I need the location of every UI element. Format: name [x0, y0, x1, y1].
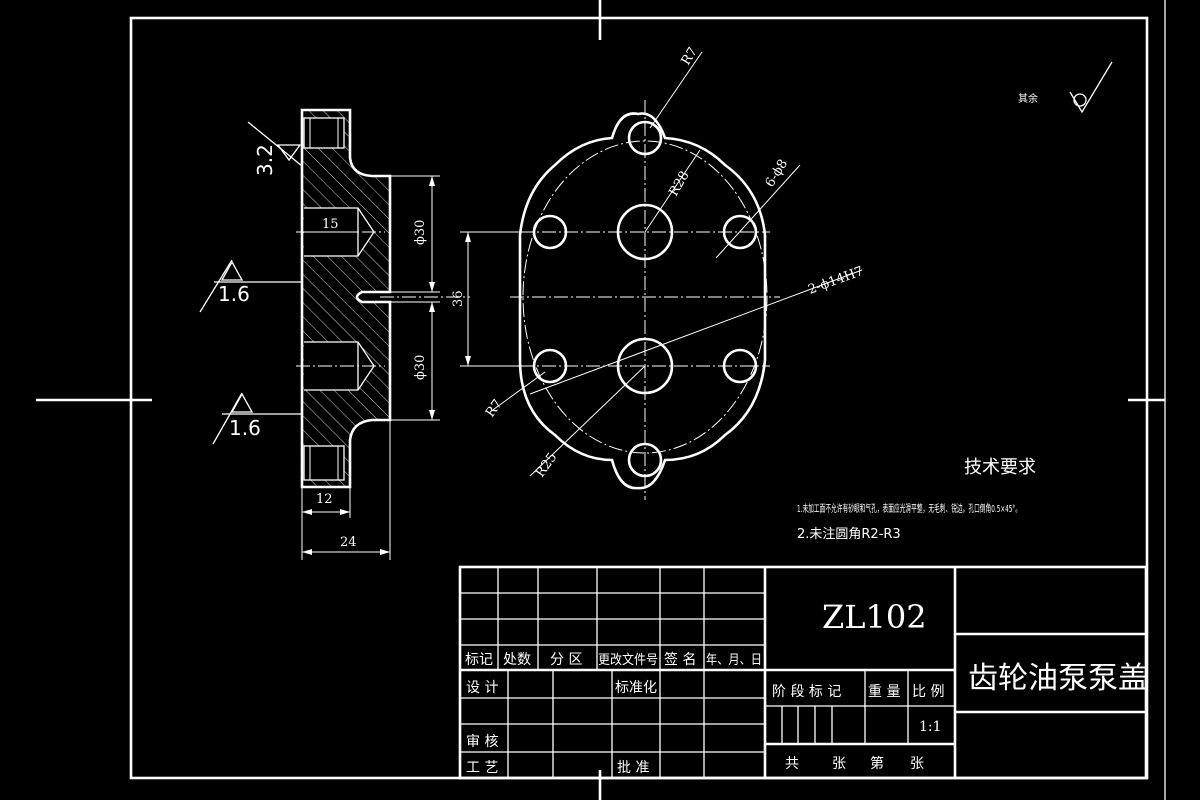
- roughness-mid: 1.6: [218, 282, 250, 306]
- roughness-top: 3.2: [253, 144, 277, 176]
- tech-requirements: 技术要求 1.未加工面不允许有砂眼和气孔，表面应光滑平整，无毛刺、锐边。孔口倒角…: [797, 457, 1036, 542]
- tb-standard: 标准化: [615, 680, 657, 696]
- tech-req-title: 技术要求: [964, 457, 1036, 478]
- roughness-symbols: 3.2 1.6 1.6: [199, 121, 303, 445]
- tb-stage: 阶 段 标 记: [772, 684, 841, 700]
- dim-center-dist: 36: [451, 290, 466, 307]
- tb-scale: 1:1: [919, 719, 942, 735]
- surface-other: 其余: [1018, 61, 1113, 114]
- tb-header-zone: 分 区: [550, 652, 582, 668]
- tech-req-item1: 1.未加工面不允许有砂眼和气孔，表面应光滑平整，无毛刺、锐边。孔口倒角0.5×4…: [797, 502, 1021, 515]
- tb-sheets-total: 共: [785, 756, 799, 772]
- dim-r-top: R7: [679, 45, 701, 68]
- dim-r-outer: R25: [533, 450, 560, 480]
- tb-sheets-no: 第: [870, 755, 884, 772]
- tb-sheets-unit2: 张: [910, 756, 924, 772]
- tb-header-mark: 标记: [465, 652, 493, 668]
- plan-view: [510, 100, 780, 500]
- section-view: [296, 108, 470, 489]
- dim-r-left: R7: [483, 397, 506, 420]
- tb-weight: 重 量: [868, 684, 900, 700]
- dim-dia-upper: ϕ30: [413, 220, 428, 245]
- dim-bores: 2-ϕ14H7: [806, 264, 865, 298]
- tb-ratio: 比 例: [912, 684, 944, 700]
- title-block: 标记 处数 分 区 更改文件号 签 名 年、月、日 设 计 标准化 审 核 工 …: [458, 565, 1148, 780]
- tb-header-date: 年、月、日: [706, 653, 762, 668]
- tb-design: 设 计: [466, 680, 498, 696]
- tb-header-change: 更改文件号: [598, 653, 658, 668]
- roughness-low: 1.6: [229, 416, 261, 440]
- surface-other-label: 其余: [1018, 92, 1038, 105]
- tb-review: 审 核: [466, 734, 498, 750]
- tb-header-sign: 签 名: [664, 651, 696, 668]
- dim-r-circle: R28: [666, 169, 692, 199]
- dim-boss-width: 12: [316, 492, 333, 507]
- tb-header-count: 处数: [503, 652, 531, 668]
- dim-small-holes: 6-ϕ8: [763, 157, 792, 190]
- tb-process: 工 艺: [466, 760, 498, 776]
- tech-req-item2: 2.未注圆角R2-R3: [797, 527, 901, 542]
- dim-total-width: 24: [340, 535, 357, 550]
- tb-sheets-unit1: 张: [832, 756, 846, 772]
- tb-approve: 批 准: [617, 760, 649, 776]
- dim-dia-lower: ϕ30: [413, 355, 428, 380]
- part-code: ZL102: [822, 598, 927, 636]
- section-dimensions: 15 ϕ30 ϕ30 12 24: [301, 175, 440, 560]
- dim-hole-depth: 15: [322, 217, 339, 232]
- plan-dimensions: R7 R28 6-ϕ8 2-ϕ14H7 R7 R25 36: [451, 45, 866, 480]
- part-name: 齿轮油泵泵盖: [968, 661, 1148, 696]
